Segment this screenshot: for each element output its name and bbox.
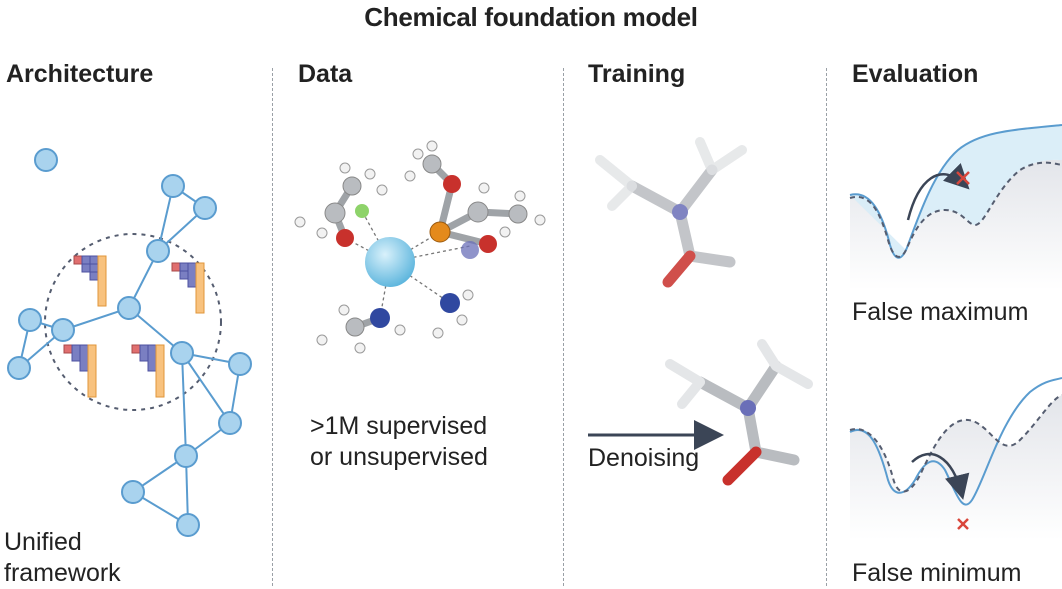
network-graph-icon <box>7 148 252 537</box>
page-title: Chemical foundation model <box>364 2 698 32</box>
nitrogen-atom <box>370 308 390 328</box>
evaluation-heading: Evaluation <box>852 60 979 88</box>
carbon-atom <box>345 317 365 337</box>
data-caption-line2: or unsupervised <box>310 443 488 471</box>
molecule-icon <box>294 140 546 354</box>
oxygen-atom <box>479 235 497 253</box>
fluorine-atom <box>355 204 369 218</box>
oxygen-atom <box>336 229 354 247</box>
divider-1 <box>272 68 273 586</box>
denoising-label: Denoising <box>588 444 700 472</box>
metal-ion <box>365 237 415 287</box>
landscape-false-minimum <box>849 377 1062 540</box>
attention-circle <box>44 233 222 411</box>
carbon-atom <box>422 154 442 174</box>
divider-2 <box>563 68 564 586</box>
carbon-atom <box>508 204 528 224</box>
attention-block-1 <box>73 255 107 307</box>
nitrogen-atom <box>440 293 460 313</box>
graph-edges <box>18 185 241 526</box>
graph-nodes <box>7 148 252 537</box>
data-heading: Data <box>298 60 353 88</box>
oxygen-atom <box>443 175 461 193</box>
divider-3 <box>826 68 827 586</box>
architecture-caption-line2: framework <box>4 559 121 587</box>
noisy-molecule <box>595 137 747 288</box>
false-maximum-label: False maximum <box>852 298 1029 326</box>
carbon-atom <box>467 201 489 223</box>
false-minimum-label: False minimum <box>852 559 1022 587</box>
training-heading: Training <box>588 60 686 88</box>
x-marker-icon <box>957 518 969 530</box>
attention-block-2 <box>171 262 205 314</box>
carbon-atom <box>342 176 362 196</box>
nitrogen-atom <box>461 241 479 259</box>
denoised-molecule <box>665 339 813 486</box>
data-caption-line1: >1M supervised <box>310 412 488 440</box>
landscape-false-maximum <box>849 124 1062 290</box>
architecture-heading: Architecture <box>6 60 154 88</box>
attention-block-4 <box>131 344 165 398</box>
attention-block-3 <box>63 344 97 398</box>
carbon-atom <box>324 202 346 224</box>
architecture-caption-line1: Unified <box>4 528 82 556</box>
phosphorus-atom <box>429 221 451 243</box>
x-marker-icon <box>956 171 970 185</box>
hydrogen-atoms <box>294 140 546 354</box>
